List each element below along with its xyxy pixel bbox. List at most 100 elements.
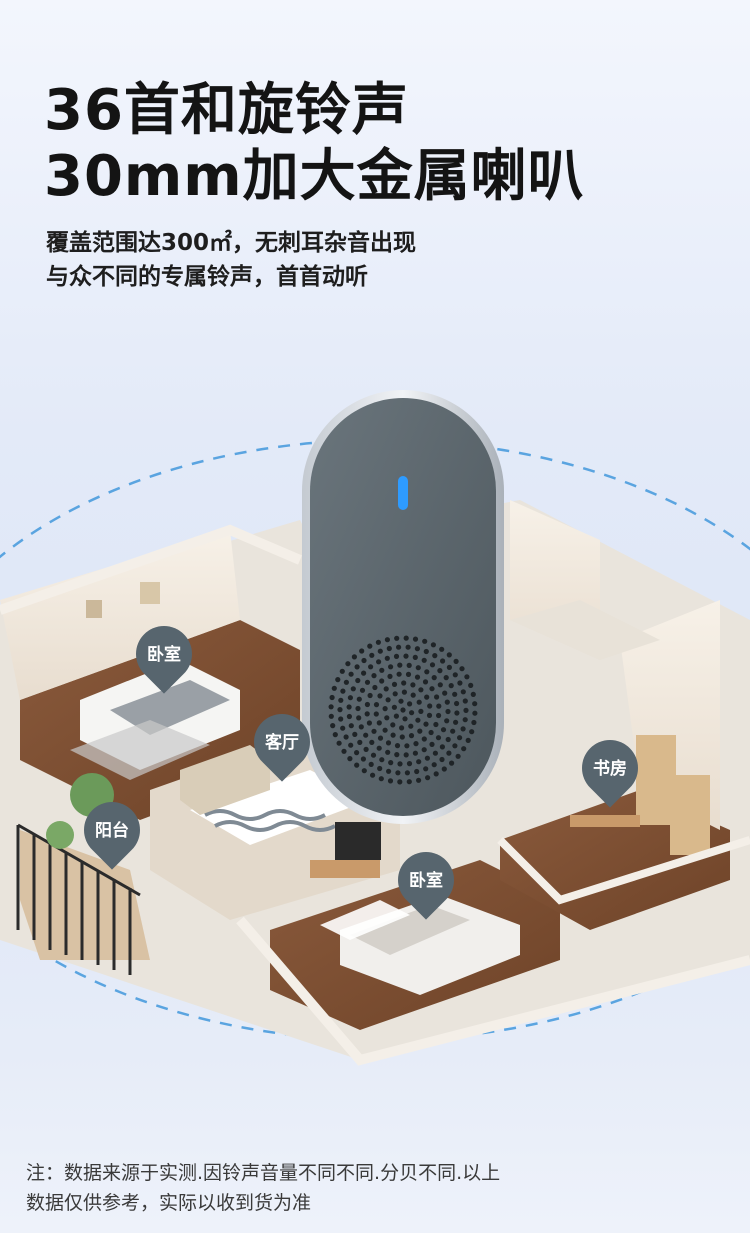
grille-hole	[359, 648, 365, 654]
grille-hole	[432, 653, 438, 659]
grille-hole	[363, 732, 369, 738]
grille-hole	[410, 692, 416, 698]
grille-hole	[426, 712, 433, 718]
grille-hole	[386, 645, 392, 652]
grille-hole	[449, 760, 455, 766]
room-label: 卧室	[147, 645, 181, 665]
grille-hole	[382, 706, 388, 712]
grille-hole	[345, 661, 351, 667]
grille-hole	[469, 729, 475, 735]
grille-hole	[384, 655, 390, 661]
grille-hole	[471, 719, 477, 726]
living-rug	[190, 770, 370, 845]
grille-hole	[395, 770, 401, 776]
grille-hole	[388, 664, 394, 670]
grille-hole	[437, 668, 443, 674]
grille-hole	[363, 746, 369, 752]
grille-hole	[329, 694, 335, 701]
grille-hole	[379, 757, 385, 763]
grille-hole	[452, 691, 458, 697]
wall-frame	[140, 582, 160, 604]
grille-hole	[452, 672, 458, 678]
grille-hole	[454, 700, 460, 707]
grille-hole	[418, 708, 424, 714]
rug-bottom	[320, 900, 410, 940]
balcony-railing	[16, 823, 141, 975]
grille-hole	[355, 677, 361, 684]
balcony-plant	[46, 821, 74, 849]
grille-hole	[452, 743, 458, 749]
grille-hole	[332, 732, 338, 738]
grille-hole	[431, 762, 437, 768]
grille-hole	[459, 666, 465, 672]
grille-hole	[368, 761, 374, 767]
grille-hole	[424, 755, 430, 761]
grille-hole	[396, 671, 402, 677]
grille-hole	[356, 715, 362, 721]
headline: 36首和旋铃声 30mm加大金属喇叭	[44, 78, 585, 210]
grille-hole	[463, 707, 469, 713]
grille-hole	[428, 729, 434, 736]
grille-hole	[390, 722, 396, 728]
grille-hole	[437, 682, 443, 688]
grille-hole	[405, 644, 411, 650]
grille-hole	[373, 702, 380, 708]
grille-hole	[465, 737, 471, 743]
wall-frame	[86, 600, 102, 618]
grille-hole	[397, 662, 403, 668]
living-rug-pattern	[204, 809, 336, 832]
grille-hole	[394, 743, 401, 749]
grille-hole	[371, 728, 377, 734]
grille-hole	[470, 691, 476, 697]
room-label: 客厅	[265, 733, 299, 753]
grille-hole	[372, 684, 378, 691]
grille-hole	[354, 750, 360, 756]
grille-hole	[346, 704, 352, 710]
grille-hole	[404, 743, 410, 749]
grille-hole	[406, 761, 413, 767]
grille-hole	[377, 648, 383, 654]
grille-hole	[454, 710, 460, 716]
grille-hole	[441, 766, 447, 772]
grille-hole	[432, 750, 438, 756]
subtitle: 覆盖范围达300㎡，无刺耳杂音出现 与众不同的专属铃声，首首动听	[46, 226, 416, 294]
grille-hole	[394, 752, 400, 758]
grille-hole	[338, 697, 344, 703]
headline-line-1: 36首和旋铃声	[44, 78, 409, 143]
grille-hole	[423, 721, 429, 727]
grille-hole	[408, 733, 415, 739]
grille-hole	[446, 664, 452, 670]
grille-hole	[462, 717, 468, 723]
grille-hole	[387, 778, 394, 784]
grille-hole	[405, 671, 412, 677]
pin-bedroom-bottom: 卧室	[386, 840, 466, 932]
grille-hole	[445, 708, 451, 715]
grille-hole	[460, 726, 466, 732]
grille-hole	[390, 732, 396, 738]
grille-hole	[393, 653, 400, 659]
grille-hole	[418, 687, 424, 693]
grille-hole	[433, 771, 439, 777]
grille-hole	[356, 696, 362, 702]
grille-hole	[409, 710, 415, 716]
house-walls	[0, 524, 302, 615]
grille-hole	[354, 762, 360, 768]
grille-hole	[394, 635, 400, 641]
doorbell-receiver	[302, 390, 504, 824]
grille-hole	[464, 674, 470, 680]
grille-hole	[422, 679, 429, 685]
pin-study: 书房	[570, 728, 650, 820]
grille-hole	[371, 673, 377, 679]
grille-hole	[472, 701, 478, 707]
pin-bedroom-top: 卧室	[124, 614, 204, 706]
grille-hole	[341, 748, 347, 754]
grille-hole	[416, 699, 422, 705]
grille-hole	[382, 727, 388, 733]
bedroom-left-wall	[0, 530, 240, 700]
grille-hole	[385, 697, 391, 703]
grille-hole	[421, 747, 427, 753]
grille-hole	[358, 724, 364, 730]
grille-hole	[453, 719, 459, 725]
grille-hole	[339, 668, 345, 674]
grille-hole	[330, 723, 336, 729]
